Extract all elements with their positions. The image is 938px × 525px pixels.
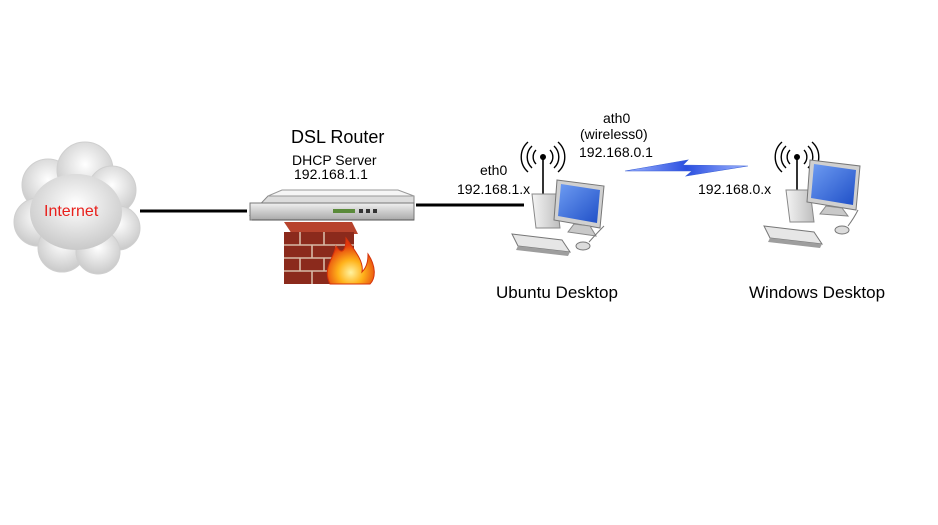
firewall-icon xyxy=(284,222,375,285)
ubuntu-wired-iface: eth0 xyxy=(480,162,508,178)
ubuntu-desktop-label: Ubuntu Desktop xyxy=(496,283,618,302)
windows-desktop-label: Windows Desktop xyxy=(749,283,886,302)
wireless-link-bolt-icon xyxy=(624,159,749,177)
internet-label: Internet xyxy=(44,203,99,220)
router-role: DHCP Server xyxy=(292,152,377,168)
ubuntu-desktop-icon xyxy=(511,141,605,256)
ubuntu-wireless-ip: 192.168.0.1 xyxy=(579,144,653,160)
router-ip: 192.168.1.1 xyxy=(294,166,368,182)
ubuntu-wireless-alias: (wireless0) xyxy=(580,126,648,142)
ubuntu-wireless-iface: ath0 xyxy=(603,110,631,126)
router-title: DSL Router xyxy=(291,127,385,147)
router-icon xyxy=(248,189,415,221)
windows-ip: 192.168.0.x xyxy=(698,181,772,197)
internet-cloud-icon xyxy=(13,141,141,275)
ubuntu-wired-ip: 192.168.1.x xyxy=(457,181,531,197)
windows-desktop-icon xyxy=(763,141,861,248)
